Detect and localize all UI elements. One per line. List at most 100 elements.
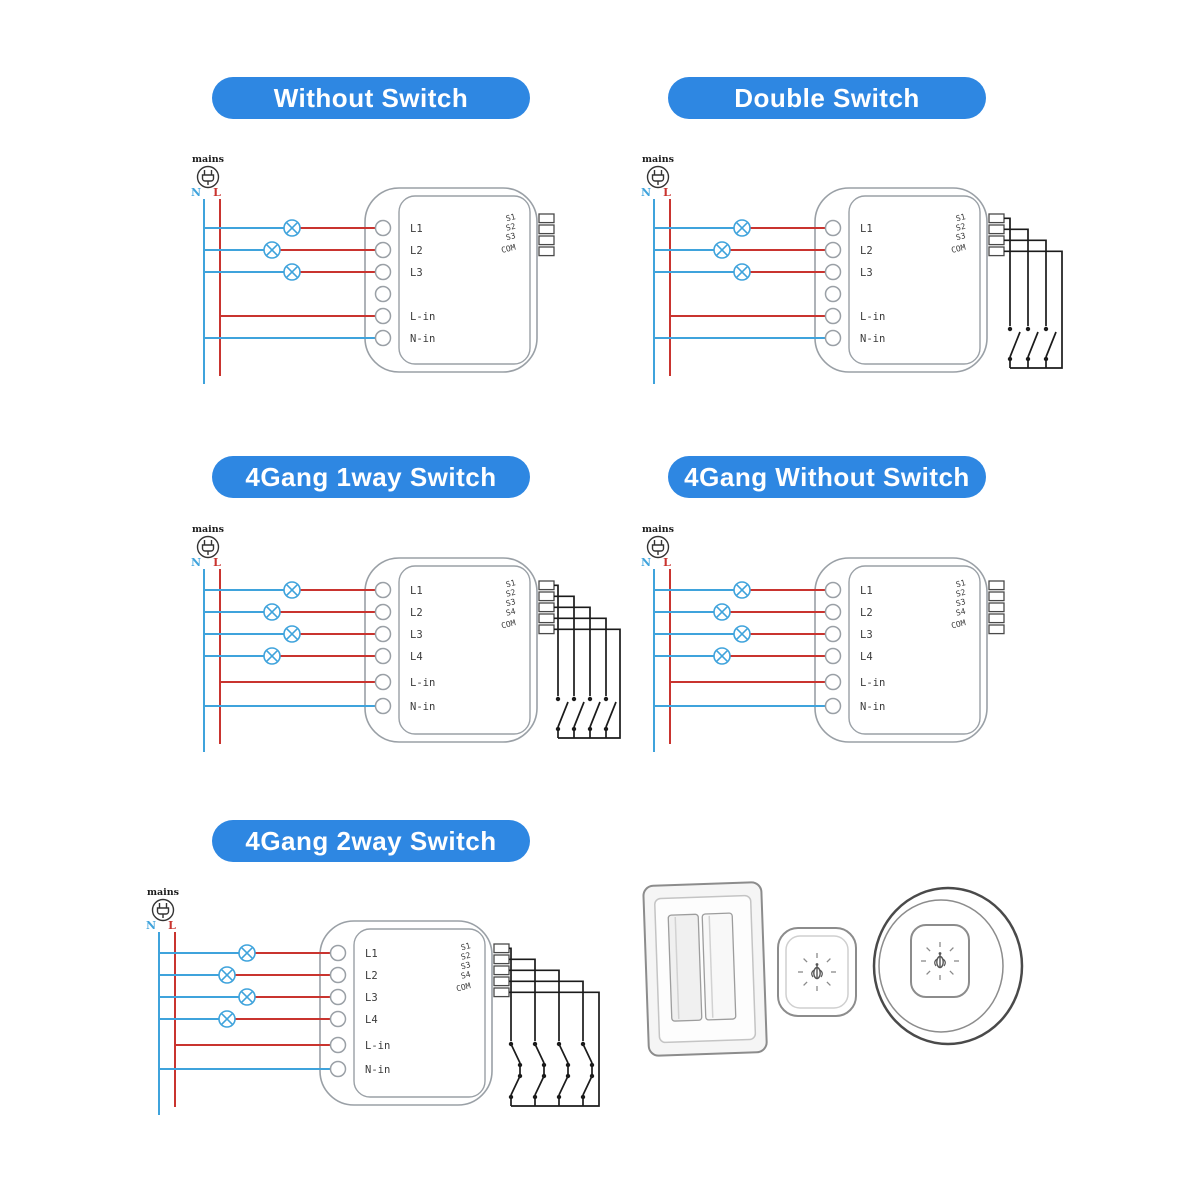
lamp-icon (218, 1010, 236, 1028)
lamp-cross (286, 266, 298, 278)
wall-switch-plate (642, 881, 768, 1057)
connector-pin (988, 224, 1005, 235)
module-face (848, 565, 981, 735)
signal-label-S1: S1 (505, 212, 517, 223)
signal-label-S1: S1 (505, 578, 517, 589)
signal-label-S3: S3 (460, 960, 472, 971)
lamp-icon (733, 625, 751, 643)
signal-label-S3: S3 (955, 231, 967, 242)
installation-illustration (642, 881, 1024, 1057)
terminal-N-in (824, 329, 842, 347)
terminal-label: L1 (365, 948, 378, 960)
live-label: L (663, 556, 671, 569)
switch-contact (1043, 356, 1049, 362)
com-wire (1004, 250, 1063, 369)
terminal-L3 (374, 263, 392, 281)
lamp-icon (263, 603, 281, 621)
terminal-label: L-in (365, 1040, 390, 1052)
lamp-cross (221, 969, 233, 981)
rocker-seam (708, 915, 714, 1018)
connector-pin (988, 624, 1005, 635)
terminal-L1 (374, 219, 392, 237)
signal-label-S2: S2 (460, 951, 472, 962)
signal-label-COM: COM (500, 618, 516, 630)
lamp-icon (263, 241, 281, 259)
lamp-cross (736, 584, 748, 596)
switch-contact (555, 726, 561, 732)
switch-lever (582, 1075, 593, 1096)
switch-lever (557, 701, 569, 728)
terminal-L3 (824, 263, 842, 281)
switch-wire (554, 606, 591, 696)
lamp-cross (286, 584, 298, 596)
terminal-N-in (329, 1060, 347, 1078)
switch-lever (1045, 331, 1057, 358)
switch-wire (509, 969, 560, 1041)
panel-title-without-switch: Without Switch (212, 77, 530, 119)
switch-contact (1007, 326, 1013, 332)
com-wire (554, 628, 621, 739)
switch-lever (582, 1043, 593, 1064)
terminal-L1 (824, 581, 842, 599)
switch-wire (509, 947, 512, 1041)
neutral-label: N (641, 186, 651, 199)
terminal-N-in (824, 697, 842, 715)
switch-contact (508, 1094, 514, 1100)
terminal-L1 (824, 219, 842, 237)
switch-contact (571, 726, 577, 732)
signal-label-S2: S2 (505, 588, 517, 599)
switch-lever (589, 701, 601, 728)
lamp-icon (733, 581, 751, 599)
terminal-label: L1 (410, 223, 423, 235)
connector-pin (988, 246, 1005, 257)
switch-contact (541, 1062, 547, 1068)
terminal-label: L3 (860, 267, 873, 279)
terminal-L4 (824, 647, 842, 665)
panel-title-4gang-without: 4Gang Without Switch (668, 456, 986, 498)
connector-pin (493, 943, 510, 954)
signal-label-COM: COM (950, 243, 966, 255)
switch-contact (589, 1062, 595, 1068)
terminal-label: N-in (860, 701, 885, 713)
lamp-icon (238, 988, 256, 1006)
terminal-label: L1 (410, 585, 423, 597)
switch-wire (509, 958, 536, 1041)
switch-contact (555, 696, 561, 702)
lamp-cross (716, 606, 728, 618)
com-wire (509, 991, 600, 1107)
mains-plug-icon (646, 165, 670, 189)
terminal-L3 (374, 625, 392, 643)
switch-lever (605, 701, 617, 728)
switch-contact (1007, 356, 1013, 362)
connector-pin (493, 976, 510, 987)
mains-label: mains (642, 154, 674, 165)
lamp-cross (736, 222, 748, 234)
panel-title-double-switch: Double Switch (668, 77, 986, 119)
rocker-seam (674, 916, 680, 1019)
terminal-label: L3 (410, 267, 423, 279)
connector-pin (988, 591, 1005, 602)
terminal-label: L3 (860, 629, 873, 641)
connector-pin (988, 602, 1005, 613)
terminal-label: N-in (410, 701, 435, 713)
connector-pin (988, 235, 1005, 246)
signal-label-S1: S1 (460, 941, 472, 952)
switch-contact (1025, 326, 1031, 332)
terminal-L2 (329, 966, 347, 984)
panel-title-4gang-1way: 4Gang 1way Switch (212, 456, 530, 498)
signal-label-S1: S1 (955, 578, 967, 589)
switch-contact (1025, 356, 1031, 362)
switch-lever (1009, 331, 1021, 358)
terminal-L3 (329, 988, 347, 1006)
terminal-L1 (329, 944, 347, 962)
terminal-L2 (374, 241, 392, 259)
terminal-blank (824, 285, 842, 303)
signal-label-S4: S4 (460, 970, 472, 981)
plug-circle (196, 535, 220, 559)
lamp-icon (238, 944, 256, 962)
signal-label-S4: S4 (955, 607, 967, 618)
mains-label: mains (192, 154, 224, 165)
terminal-label: L3 (365, 992, 378, 1004)
